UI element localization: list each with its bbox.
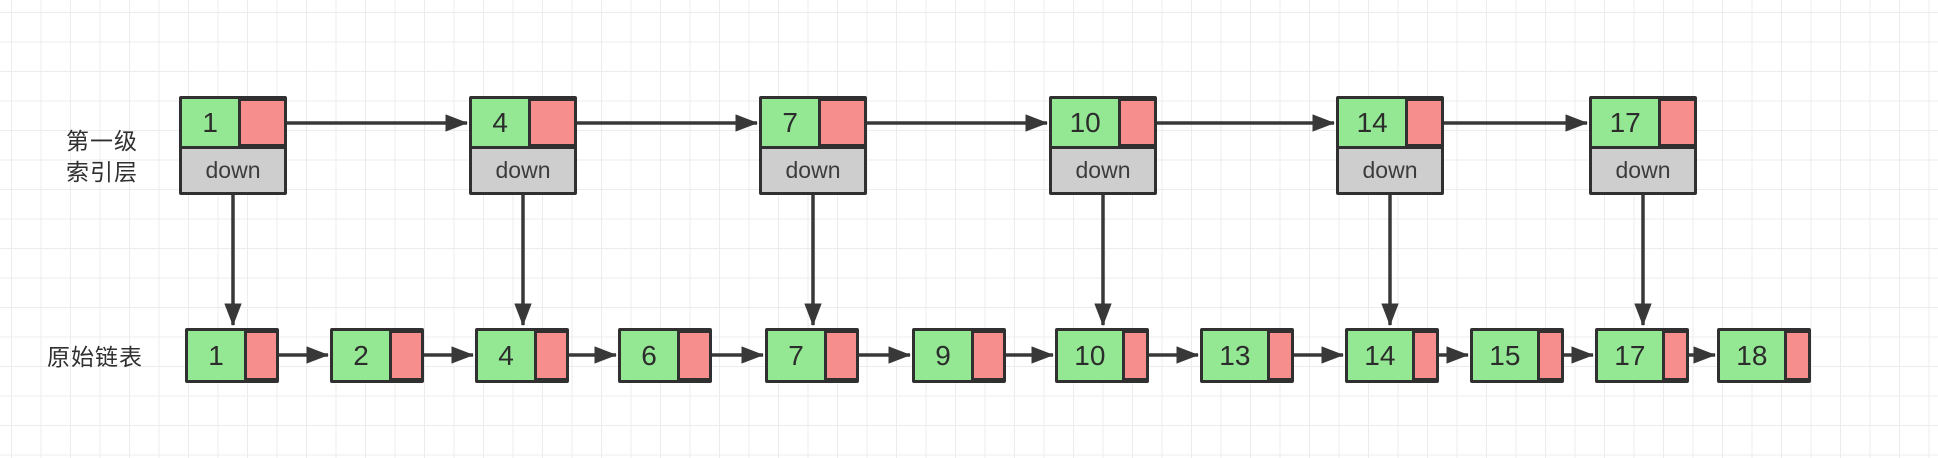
index-node-row: 10	[1049, 96, 1157, 149]
value-cell: 18	[1720, 331, 1787, 380]
value-cell: 7	[768, 331, 828, 380]
value-cell: 6	[621, 331, 681, 380]
value-cell: 17	[1592, 99, 1662, 146]
pointer-cell	[1414, 333, 1436, 378]
value-cell: 1	[188, 331, 248, 380]
list-node: 17	[1595, 328, 1689, 383]
index-node: 1 down	[179, 96, 287, 195]
index-node-row: 7	[759, 96, 867, 149]
pointer-cell	[531, 101, 574, 144]
value-cell: 1	[182, 99, 242, 146]
pointer-cell	[1269, 333, 1291, 378]
index-layer-label-line2: 索引层	[66, 159, 138, 185]
value-cell: 9	[915, 331, 975, 380]
list-node: 10	[1055, 328, 1149, 383]
value-cell: 10	[1052, 99, 1122, 146]
index-node-row: 4	[469, 96, 577, 149]
pointer-cell	[1124, 333, 1146, 378]
down-arrows	[224, 195, 1652, 327]
pointer-cell	[247, 333, 276, 378]
pointer-cell	[392, 333, 421, 378]
value-cell: 13	[1203, 331, 1270, 380]
value-cell: 15	[1473, 331, 1540, 380]
pointer-cell	[680, 333, 709, 378]
index-node: 10 down	[1049, 96, 1157, 195]
value-cell: 4	[472, 99, 532, 146]
value-cell: 7	[762, 99, 822, 146]
index-node: 17 down	[1589, 96, 1697, 195]
index-node-row: 14	[1336, 96, 1444, 149]
index-node: 14 down	[1336, 96, 1444, 195]
pointer-cell	[1121, 101, 1154, 144]
index-layer-label-line1: 第一级	[66, 128, 138, 154]
down-cell: down	[759, 146, 867, 195]
list-node: 9	[912, 328, 1006, 383]
list-node: 18	[1717, 328, 1811, 383]
value-cell: 2	[333, 331, 393, 380]
original-list-label: 原始链表	[47, 344, 143, 370]
list-node: 13	[1200, 328, 1294, 383]
pointer-cell	[1664, 333, 1686, 378]
list-node: 2	[330, 328, 424, 383]
value-cell: 4	[478, 331, 538, 380]
pointer-cell	[1539, 333, 1561, 378]
pointer-cell	[1786, 333, 1808, 378]
down-cell: down	[469, 146, 577, 195]
value-cell: 10	[1058, 331, 1125, 380]
list-node: 1	[185, 328, 279, 383]
pointer-cell	[1661, 101, 1694, 144]
pointer-cell	[241, 101, 284, 144]
value-cell: 14	[1348, 331, 1415, 380]
pointer-cell	[1408, 101, 1441, 144]
list-node: 15	[1470, 328, 1564, 383]
list-node: 7	[765, 328, 859, 383]
index-node: 7 down	[759, 96, 867, 195]
index-node-row: 17	[1589, 96, 1697, 149]
pointer-cell	[974, 333, 1003, 378]
pointer-cell	[821, 101, 864, 144]
index-node-row: 1	[179, 96, 287, 149]
down-cell: down	[1049, 146, 1157, 195]
index-layer-label: 第一级 索引层	[52, 126, 152, 188]
list-node: 6	[618, 328, 712, 383]
list-node: 14	[1345, 328, 1439, 383]
value-cell: 14	[1339, 99, 1409, 146]
down-cell: down	[1336, 146, 1444, 195]
list-node: 4	[475, 328, 569, 383]
value-cell: 17	[1598, 331, 1665, 380]
pointer-cell	[827, 333, 856, 378]
down-cell: down	[1589, 146, 1697, 195]
index-node: 4 down	[469, 96, 577, 195]
pointer-cell	[537, 333, 566, 378]
down-cell: down	[179, 146, 287, 195]
